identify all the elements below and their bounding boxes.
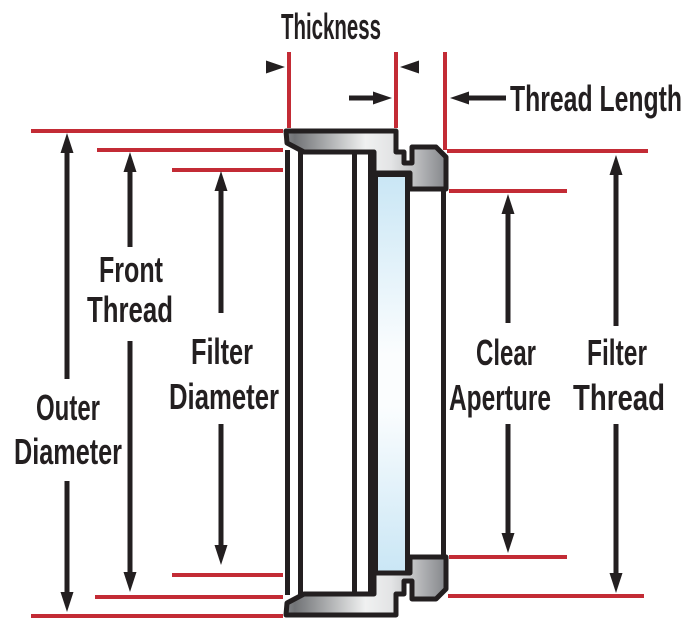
dimension-arrows [60,60,623,612]
dimension-labels: Thickness Thread Length Front Thread Out… [14,6,682,472]
arrowhead-down-icon [60,592,74,612]
arrowhead-down-icon [123,572,137,592]
arrowhead-down-icon [501,533,515,553]
front-thread-arrow [123,152,137,592]
arrowhead-up-icon [60,133,74,153]
filter-thread-arrow [609,155,623,593]
clear-aperture-arrow [501,194,515,553]
filter-thread-label-line1: Filter [587,332,647,373]
front-thread-label-line1: Front [99,249,163,290]
thickness-arrowhead-left [266,60,285,74]
front-thread-label-line2: Thread [87,289,173,330]
filter-thread-label-line2: Thread [573,377,665,418]
filter-glass [373,172,410,577]
clear-aperture-label-line2: Aperture [449,377,551,418]
arrowhead-up-icon [214,171,228,191]
arrowhead-left-icon [450,91,469,105]
outer-diameter-label-line2: Diameter [14,431,122,472]
filter-diameter-label-line1: Filter [191,331,253,372]
thickness-label: Thickness [281,6,381,47]
filter-body [283,128,449,618]
arrowhead-up-icon [123,152,137,172]
ring-bottom-section [283,554,449,618]
filter-diameter-label-line2: Diameter [169,376,279,417]
outer-diameter-arrow [60,133,74,612]
thread-length-arrow-right [450,91,506,105]
dimension-lines [31,52,648,618]
thread-length-label: Thread Length [510,78,682,119]
thread-length-arrow-left [349,91,392,105]
arrowhead-right-icon [373,91,392,105]
arrowhead-down-icon [214,545,228,565]
thickness-arrowhead-right [400,60,419,74]
arrowhead-up-icon [609,155,623,175]
filter-diameter-arrow [214,171,228,565]
outer-diameter-label-line1: Outer [36,387,100,428]
ring-top-section [283,128,449,192]
arrowhead-up-icon [501,194,515,214]
clear-aperture-label-line1: Clear [476,332,536,373]
arrowhead-down-icon [609,573,623,593]
